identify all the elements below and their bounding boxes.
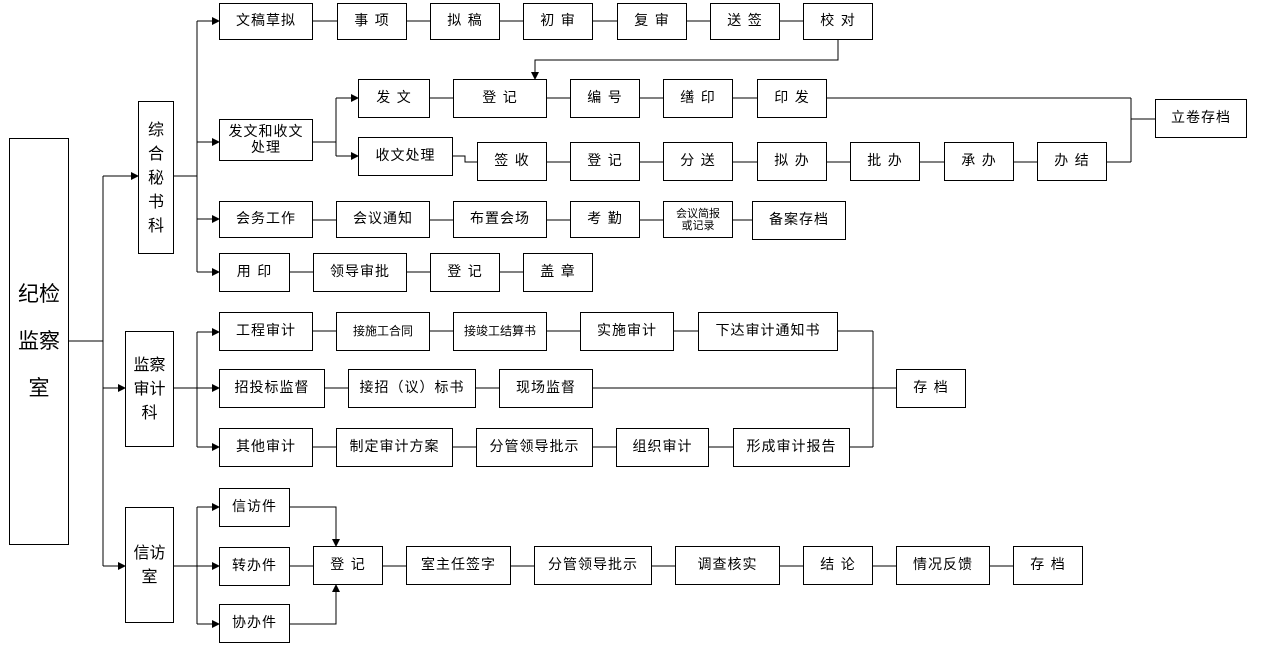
seal-stamp: 盖 章 (523, 253, 593, 292)
meeting-brief: 会议简报或记录 (663, 201, 733, 238)
meeting-archive: 备案存档 (752, 201, 846, 240)
audit-notice: 下达审计通知书 (698, 312, 838, 351)
audit-organize: 组织审计 (616, 428, 709, 467)
audit-archive: 存 档 (896, 369, 966, 408)
receive-deliver: 分 送 (663, 142, 733, 181)
audit-other: 其他审计 (219, 428, 313, 467)
dept-audit: 监察审计科 (125, 331, 174, 447)
step-drafting: 文稿草拟 (219, 3, 313, 40)
audit-bid-doc: 接招（议）标书 (348, 369, 476, 408)
seal-register: 登 记 (430, 253, 500, 292)
step-dispatch-receive: 发文和收文处理 (219, 119, 313, 161)
step-draft: 拟 稿 (430, 3, 500, 40)
audit-leader-instr: 分管领导批示 (476, 428, 593, 467)
audit-contract: 接施工合同 (336, 312, 430, 351)
meeting-work: 会务工作 (219, 201, 313, 238)
audit-plan: 制定审计方案 (336, 428, 453, 467)
root-box: 纪检监察室 (9, 138, 69, 545)
receive-approve: 批 办 (850, 142, 920, 181)
send-number: 编 号 (570, 79, 640, 118)
meeting-notice: 会议通知 (336, 201, 430, 238)
send-register: 登 记 (453, 79, 547, 118)
visit-letter: 信访件 (219, 488, 290, 527)
receive-sign: 签 收 (477, 142, 547, 181)
visit-archive: 存 档 (1013, 546, 1083, 585)
receive-process: 收文处理 (358, 137, 453, 176)
audit-settlement: 接竣工结算书 (453, 312, 547, 351)
receive-complete: 办 结 (1037, 142, 1107, 181)
seal-use: 用 印 (219, 253, 290, 292)
visit-register: 登 记 (313, 546, 383, 585)
dept-visit: 信访室 (125, 507, 174, 623)
audit-onsite: 现场监督 (499, 369, 593, 408)
receive-register: 登 记 (570, 142, 640, 181)
step-second-review: 复 审 (617, 3, 687, 40)
audit-tender: 招投标监督 (219, 369, 325, 408)
visit-conclusion: 结 论 (803, 546, 873, 585)
visit-transfer: 转办件 (219, 547, 290, 586)
step-sign: 送 签 (710, 3, 780, 40)
visit-assist: 协办件 (219, 604, 290, 643)
receive-propose: 拟 办 (757, 142, 827, 181)
step-first-review: 初 审 (523, 3, 593, 40)
audit-report: 形成审计报告 (733, 428, 850, 467)
send-issue: 发 文 (358, 79, 430, 118)
meeting-attendance: 考 勤 (570, 201, 640, 238)
step-proofread: 校 对 (803, 3, 873, 40)
meeting-venue: 布置会场 (453, 201, 547, 238)
visit-leader-instr: 分管领导批示 (534, 546, 652, 585)
receive-handle: 承 办 (944, 142, 1014, 181)
audit-implement: 实施审计 (580, 312, 674, 351)
visit-director-sign: 室主任签字 (406, 546, 511, 585)
dept-secretary: 综合秘书科 (138, 101, 174, 254)
step-matter: 事 项 (337, 3, 407, 40)
audit-project: 工程审计 (219, 312, 313, 351)
seal-approval: 领导审批 (313, 253, 407, 292)
send-distribute: 印 发 (757, 79, 827, 118)
visit-feedback: 情况反馈 (896, 546, 990, 585)
visit-investigate: 调查核实 (675, 546, 780, 585)
send-print: 缮 印 (663, 79, 733, 118)
archive-filing: 立卷存档 (1155, 99, 1247, 138)
